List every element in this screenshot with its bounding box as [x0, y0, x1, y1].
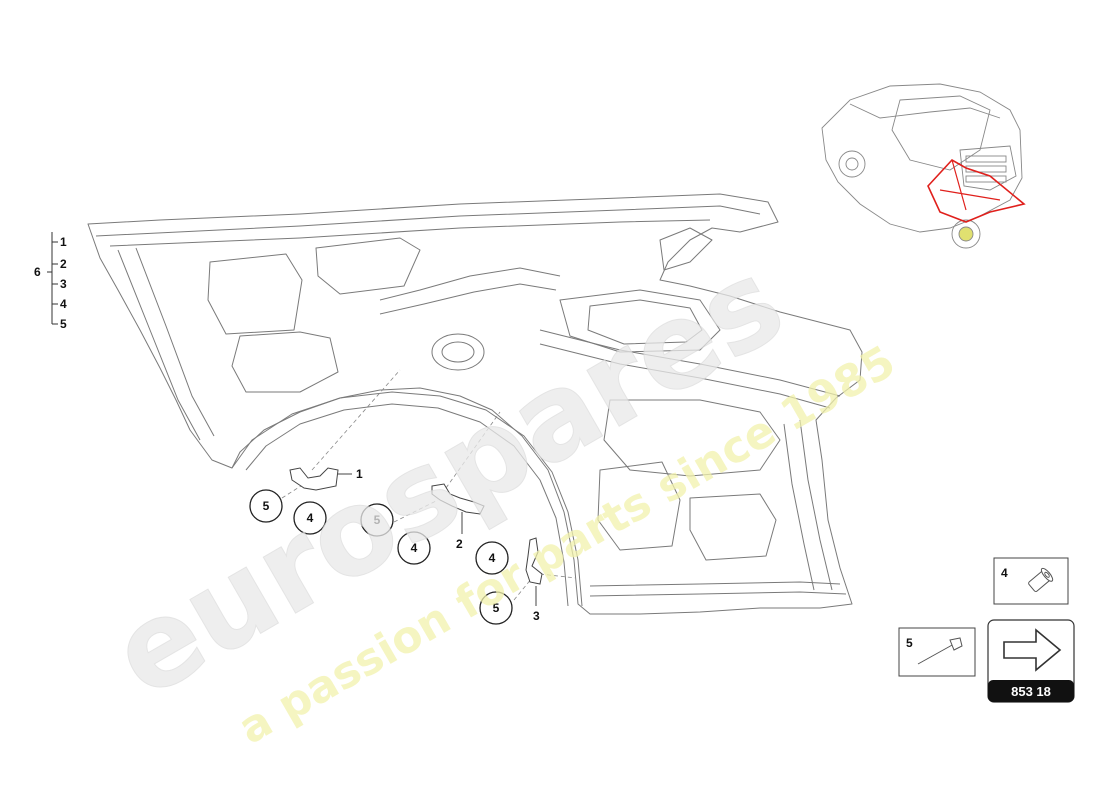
bracket-label-3: 3 — [533, 609, 540, 623]
wheel-arch — [231, 391, 583, 607]
callout-circle — [293, 501, 327, 535]
part-box-nut: 4 — [993, 557, 1069, 605]
callout-number: 5 — [493, 601, 500, 615]
rear-quarter-panel-drawing — [87, 193, 863, 615]
callout-number: 5 — [374, 513, 381, 527]
callout-circle — [475, 541, 509, 575]
part-box-rivet: 5 — [898, 627, 976, 677]
callout-circle — [397, 531, 431, 565]
car-front-wheel — [838, 150, 866, 178]
bracket-part-3 — [525, 537, 543, 606]
page-reference-number: 853 18 — [1011, 684, 1051, 699]
legend-item-4: 4 — [60, 297, 67, 311]
callout-circle — [479, 591, 513, 625]
panel-outline — [87, 193, 863, 615]
rivet-icon — [917, 637, 963, 665]
highlighted-area — [927, 158, 1026, 223]
watermark: eurospares a passion for parts since 198… — [90, 231, 904, 754]
car-location-thumbnail — [821, 83, 1026, 249]
cutout-lower-2 — [689, 493, 777, 561]
cutout-lower-1 — [597, 461, 681, 551]
legend-item-5: 5 — [60, 317, 67, 331]
legend-item-3: 3 — [60, 277, 67, 291]
callout-number: 5 — [263, 499, 270, 513]
page-reference-button[interactable]: 853 18 — [987, 619, 1075, 703]
callout-number: 4 — [307, 511, 314, 525]
rivet-nut-icon — [1028, 567, 1054, 592]
callout-circle — [249, 489, 283, 523]
arrow-right-icon — [1003, 628, 1062, 672]
bracket-part-2 — [431, 483, 485, 534]
panel-boss — [431, 333, 485, 371]
cutout-upper-left — [207, 253, 303, 335]
part-box-nut-label: 4 — [1001, 566, 1008, 580]
callout-number: 4 — [411, 541, 418, 555]
callout-circle — [360, 503, 394, 537]
bracket-label-1: 1 — [356, 467, 363, 481]
leader-lines — [281, 369, 577, 601]
parts-legend: 6 1 2 3 4 5 — [34, 232, 67, 331]
callout-number: 4 — [489, 551, 496, 565]
car-rear-wheel — [951, 219, 981, 249]
callout-circles: 5 4 5 4 4 5 — [249, 489, 513, 625]
car-body — [821, 83, 1023, 233]
bracket-part-1 — [289, 467, 352, 491]
legend-item-2: 2 — [60, 257, 67, 271]
part-box-rivet-label: 5 — [906, 636, 913, 650]
bracket-label-2: 2 — [456, 537, 463, 551]
legend-group-label: 6 — [34, 265, 41, 279]
legend-item-1: 1 — [60, 235, 67, 249]
